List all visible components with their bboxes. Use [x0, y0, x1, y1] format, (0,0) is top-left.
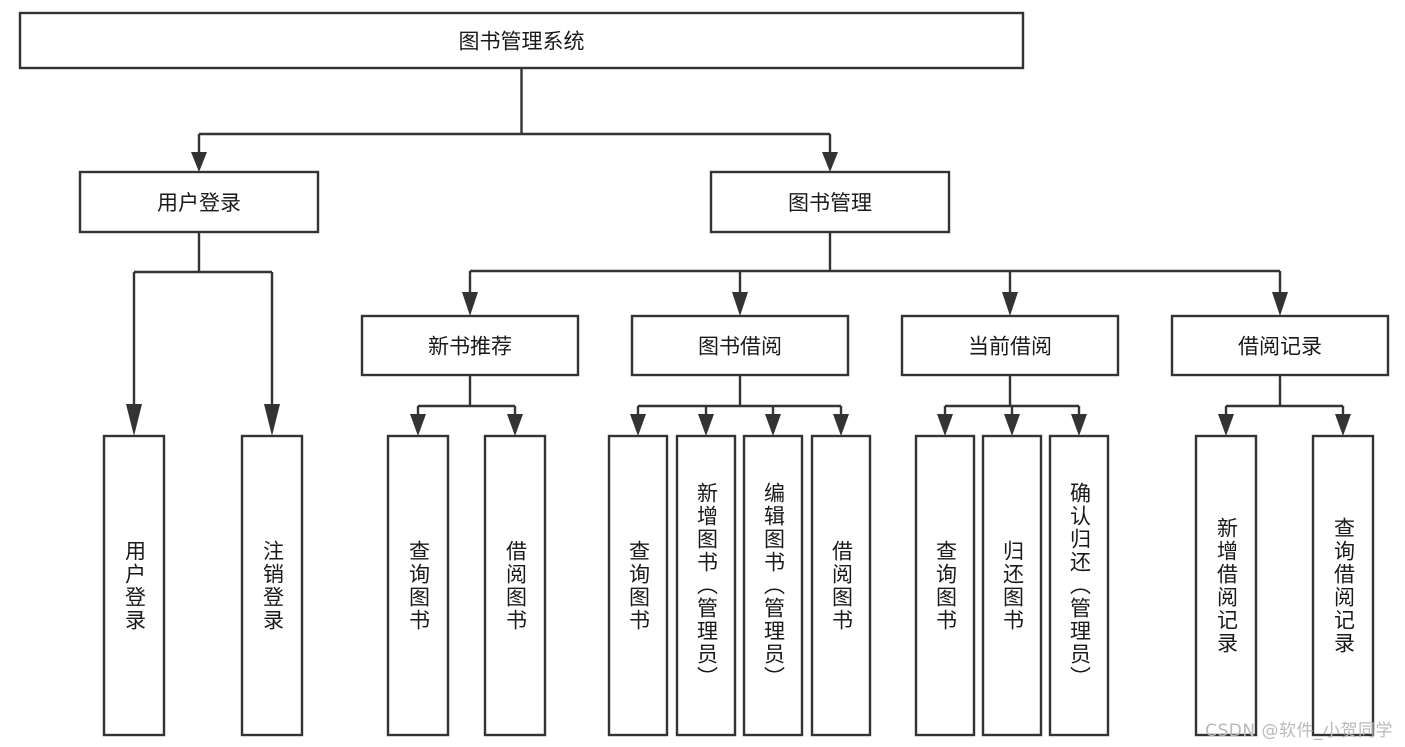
node-new-book-recommend-label: 新书推荐 [428, 335, 512, 359]
leaf-box-borrow-book-2[interactable] [810, 434, 872, 737]
node-book-manage-label: 图书管理 [788, 191, 872, 215]
arrowhead-book-borrow [732, 292, 748, 316]
arrowhead-borrow-record [1272, 292, 1288, 316]
leaf-box-query-book-1[interactable] [386, 434, 450, 737]
arrowhead-leaf-return-book [1004, 414, 1020, 436]
node-user-login-label: 用户登录 [157, 191, 241, 215]
arrowhead-leaf-logout-login [264, 404, 280, 436]
node-user-login-box[interactable] [78, 170, 320, 234]
leaf-box-add-book[interactable] [675, 434, 737, 737]
arrowhead-leaf-user-login [126, 404, 142, 436]
arrowhead-book-manage [822, 152, 838, 172]
node-new-book-recommend-box[interactable] [360, 314, 580, 377]
node-book-borrow[interactable]: 图书借阅 [630, 314, 850, 377]
leaf-box-logout-login[interactable] [240, 434, 304, 737]
node-current-borrow-box[interactable] [900, 314, 1120, 377]
node-borrow-record-box[interactable] [1170, 314, 1390, 377]
node-borrow-record-label: 借阅记录 [1238, 335, 1322, 359]
arrowhead-leaf-query-book-3 [937, 414, 953, 436]
arrowhead-leaf-query-book-2 [630, 414, 646, 436]
node-book-borrow-label: 图书借阅 [698, 335, 782, 359]
node-new-book-recommend[interactable]: 新书推荐 [360, 314, 580, 377]
leaf-box-query-book-3[interactable] [914, 434, 976, 737]
node-borrow-record[interactable]: 借阅记录 [1170, 314, 1390, 377]
arrowhead-new-book-recommend [462, 292, 478, 316]
leaf-box-confirm-return[interactable] [1048, 434, 1110, 737]
leaf-box-user-login[interactable] [102, 434, 166, 737]
node-book-borrow-box[interactable] [630, 314, 850, 377]
arrowhead-leaf-borrow-book-2 [833, 414, 849, 436]
arrowhead-current-borrow [1002, 292, 1018, 316]
leaf-box-add-record[interactable] [1194, 434, 1258, 737]
arrowhead-leaf-add-record [1218, 414, 1234, 436]
arrowhead-leaf-query-record [1335, 414, 1351, 436]
node-book-manage[interactable]: 图书管理 [709, 170, 951, 234]
arrowhead-leaf-add-book [698, 414, 714, 436]
leaf-box-edit-book[interactable] [742, 434, 804, 737]
arrowhead-leaf-edit-book [765, 414, 781, 436]
node-current-borrow-label: 当前借阅 [968, 335, 1052, 359]
node-root[interactable]: 图书管理系统 [18, 11, 1025, 70]
node-root-label: 图书管理系统 [459, 30, 585, 54]
arrowhead-user-login [191, 152, 207, 172]
node-book-manage-box[interactable] [709, 170, 951, 234]
watermark-csdn: CSDN @软件_小贺同学 [1205, 721, 1393, 741]
connectors-group [126, 68, 1351, 436]
node-user-login[interactable]: 用户登录 [78, 170, 320, 234]
arrowhead-leaf-borrow-book-1 [507, 414, 523, 436]
leaf-boxes-group [102, 434, 1375, 737]
arrowhead-leaf-query-book-1 [410, 414, 426, 436]
arrowhead-leaf-confirm-return [1071, 414, 1087, 436]
leaf-box-return-book[interactable] [981, 434, 1043, 737]
node-current-borrow[interactable]: 当前借阅 [900, 314, 1120, 377]
leaf-box-borrow-book-1[interactable] [483, 434, 547, 737]
leaf-box-query-book-2[interactable] [607, 434, 669, 737]
leaf-box-query-record[interactable] [1311, 434, 1375, 737]
node-root-box[interactable] [18, 11, 1025, 70]
